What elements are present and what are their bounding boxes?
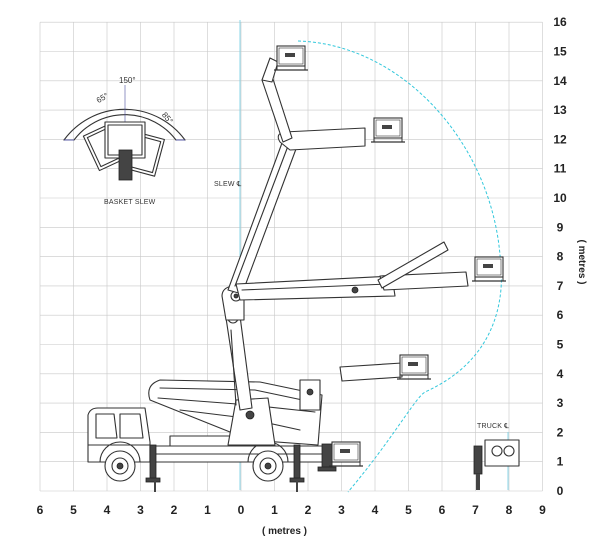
x-tick-label: 4 (104, 503, 111, 517)
x-tick-label: 2 (305, 503, 312, 517)
x-tick-label: 0 (238, 503, 245, 517)
basket-upper (370, 117, 406, 143)
upper-boom-high (227, 57, 366, 295)
x-tick-label: 8 (506, 503, 513, 517)
truck-end-view (473, 439, 520, 490)
x-tick-label: 5 (405, 503, 412, 517)
x-unit-label: ( metres ) (262, 526, 307, 537)
y-tick-label: 10 (553, 191, 567, 205)
y-unit-label: ( metres ) (576, 239, 587, 284)
y-tick-label: 2 (557, 425, 564, 439)
x-tick-label: 6 (37, 503, 44, 517)
upper-boom-horizontal (235, 241, 469, 301)
upper-boom-low (339, 362, 403, 382)
x-tick-label: 4 (372, 503, 379, 517)
slew-angle-total: 150° (119, 76, 136, 85)
y-tick-label: 3 (557, 396, 564, 410)
truck-label: TRUCK ℄ (477, 423, 509, 430)
x-tick-label: 1 (271, 503, 278, 517)
y-tick-label: 9 (557, 220, 564, 234)
y-tick-label: 6 (557, 308, 564, 322)
basket-low (396, 354, 432, 380)
x-tick-label: 2 (171, 503, 178, 517)
basket-slew-inset: 150° 65° 85° BASKET SLEW (63, 76, 186, 206)
y-tick-label: 5 (557, 338, 564, 352)
y-tick-label: 11 (554, 162, 567, 176)
x-axis-ticks: 6 5 4 3 2 1 0 1 2 3 4 5 6 7 8 9 (37, 503, 547, 517)
basket-slew-label: BASKET SLEW (104, 199, 156, 206)
x-tick-label: 9 (539, 503, 546, 517)
y-tick-label: 13 (553, 103, 567, 117)
y-tick-label: 15 (553, 45, 567, 59)
slew-angle-right: 85° (160, 110, 175, 125)
y-tick-label: 16 (553, 15, 567, 29)
x-tick-label: 3 (137, 503, 144, 517)
x-tick-label: 3 (338, 503, 345, 517)
basket-stowed (328, 441, 364, 467)
y-tick-label: 7 (557, 279, 564, 293)
slew-label: SLEW ℄ (214, 181, 242, 188)
y-tick-label: 14 (553, 74, 567, 88)
working-envelope-curve (297, 40, 502, 493)
y-tick-label: 8 (557, 250, 564, 264)
y-tick-label: 0 (557, 484, 564, 498)
basket-top (273, 45, 309, 71)
basket-mid (471, 256, 507, 282)
x-tick-label: 6 (439, 503, 446, 517)
y-tick-label: 1 (557, 455, 564, 469)
truck (87, 407, 337, 492)
x-tick-label: 1 (204, 503, 211, 517)
slew-angle-left: 65° (95, 91, 110, 105)
x-tick-label: 7 (472, 503, 479, 517)
y-tick-label: 4 (557, 367, 564, 381)
x-tick-label: 5 (70, 503, 77, 517)
y-tick-label: 12 (553, 132, 567, 146)
